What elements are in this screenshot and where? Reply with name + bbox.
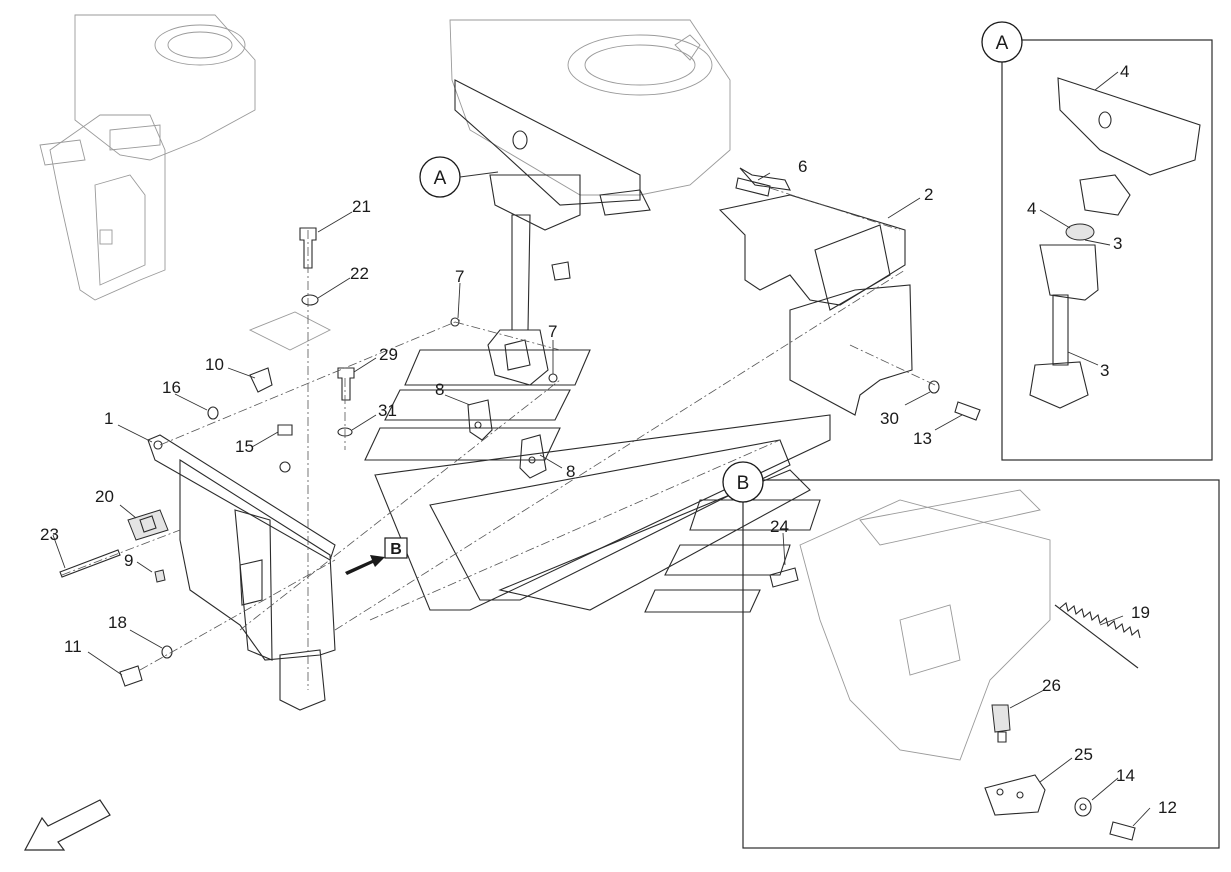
- bolt-13: [954, 401, 981, 421]
- bracket-25: [984, 774, 1046, 816]
- detail-b-ghost: [799, 489, 1051, 761]
- callout-6: 6: [798, 157, 807, 176]
- washer-14: [1074, 797, 1092, 817]
- callout-12: 12: [1158, 798, 1177, 817]
- view-direction-arrow-icon: [345, 555, 385, 575]
- cover-panel-2: [718, 167, 913, 416]
- cab-overview-thumbnail: [39, 14, 256, 301]
- callout-16: 16: [162, 378, 181, 397]
- callout-19: 19: [1131, 603, 1150, 622]
- bolt-23: [59, 549, 121, 578]
- view-b-marker: B: [345, 537, 408, 575]
- view-b-marker-label: B: [390, 541, 402, 558]
- callout-31: 31: [378, 401, 397, 420]
- callout-11: 11: [64, 637, 82, 656]
- callout-22: 22: [350, 264, 369, 283]
- bolt-21: [299, 227, 317, 269]
- detail-b-callout-label: B: [737, 473, 750, 494]
- detail-a-frame-callout: A: [981, 21, 1023, 63]
- callout-21: 21: [352, 197, 371, 216]
- callout-26: 26: [1042, 676, 1061, 695]
- detail-a-frame: [1001, 39, 1213, 461]
- callout-4-detail-a-lower: 4: [1027, 199, 1036, 218]
- bolt-29: [337, 367, 355, 401]
- callout-20: 20: [95, 487, 114, 506]
- orientation-arrow-icon: [24, 799, 111, 851]
- callout-30: 30: [880, 409, 899, 428]
- pin-26: [991, 704, 1011, 743]
- callout-13: 13: [913, 429, 932, 448]
- detail-a-drawing: [1029, 77, 1201, 409]
- detail-a-frame-callout-label: A: [996, 33, 1009, 54]
- callout-9: 9: [124, 551, 133, 570]
- callout-4-detail-a-upper: 4: [1120, 62, 1129, 81]
- callout-14: 14: [1116, 766, 1135, 785]
- steering-console-ghost: [449, 19, 731, 196]
- callout-leaders: [52, 71, 1151, 827]
- steering-column: [450, 214, 571, 386]
- steering-console-cover: [454, 79, 651, 231]
- callout-15: 15: [235, 437, 254, 456]
- bolt-24: [769, 567, 799, 588]
- bolt-12: [1109, 821, 1136, 841]
- detail-b-callout: B: [722, 461, 764, 503]
- callout-10: 10: [205, 355, 224, 374]
- bolt-6: [735, 177, 771, 197]
- detail-b-frame: [742, 479, 1220, 849]
- callout-numbers: 1 2 6 7 7 8 8 9 10 11 12 13 14 15 16 18 …: [40, 62, 1177, 817]
- callout-8-lower: 8: [566, 462, 575, 481]
- assembly-lines: [61, 187, 936, 690]
- clamp-block-20: [127, 509, 169, 541]
- callout-29: 29: [379, 345, 398, 364]
- callout-8-upper: 8: [435, 380, 444, 399]
- callout-18: 18: [108, 613, 127, 632]
- callout-25: 25: [1074, 745, 1093, 764]
- callout-3-detail-a-upper: 3: [1113, 234, 1122, 253]
- washer-30: [928, 380, 940, 394]
- plate-22-ghost: [248, 311, 331, 351]
- washer-22: [301, 294, 319, 306]
- callout-23: 23: [40, 525, 59, 544]
- spring-19: [1054, 602, 1141, 669]
- support-bracket-1: [147, 424, 336, 711]
- callout-7-upper: 7: [455, 267, 464, 286]
- callout-24: 24: [770, 517, 789, 536]
- callout-3-detail-a-lower: 3: [1100, 361, 1109, 380]
- floor-panels-outline: [364, 349, 831, 613]
- detail-a-callout-label: A: [434, 168, 447, 189]
- callout-7-lower: 7: [548, 322, 557, 341]
- callout-2: 2: [924, 185, 933, 204]
- callout-1: 1: [104, 409, 113, 428]
- detail-a-callout: A: [419, 156, 499, 198]
